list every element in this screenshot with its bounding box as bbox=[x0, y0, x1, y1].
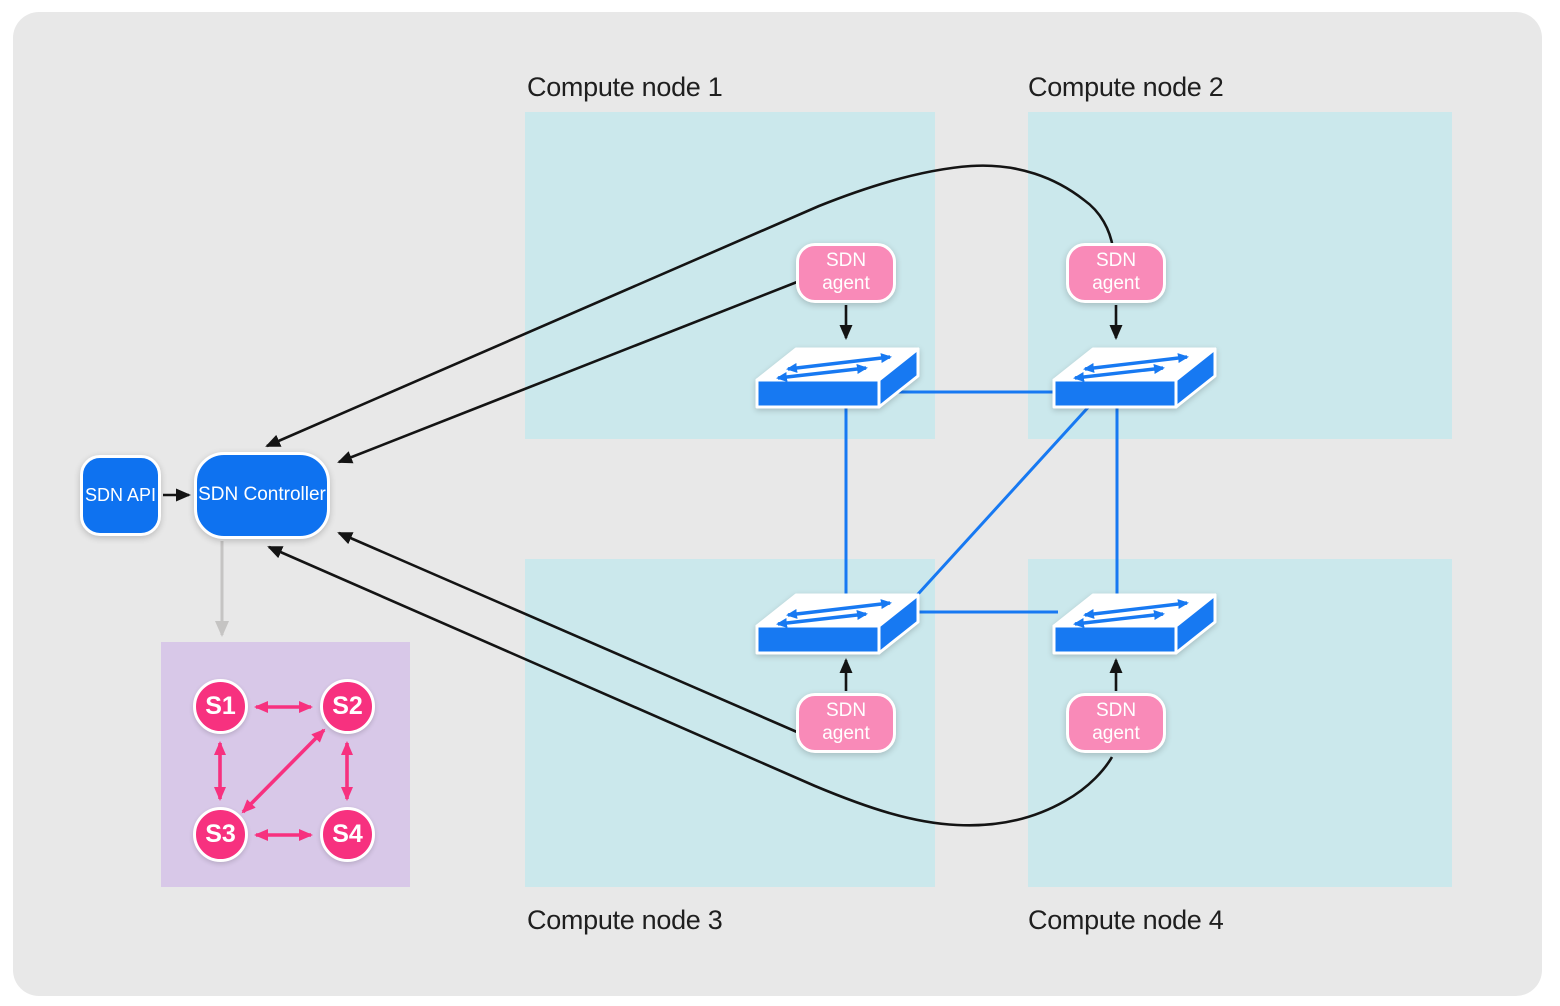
switch-icon-1 bbox=[757, 349, 918, 407]
background-panel: Compute node 1 Compute node 2 Compute no… bbox=[13, 12, 1542, 996]
compute-node-4-label: Compute node 4 bbox=[1028, 905, 1224, 935]
switch-icon-4 bbox=[1054, 595, 1215, 653]
arrow-agent3-to-controller bbox=[337, 531, 798, 734]
sdn-agent-2-label: SDN agent bbox=[1092, 250, 1140, 294]
connections-layer bbox=[163, 164, 1542, 841]
arrow-agent4-to-controller bbox=[267, 545, 1114, 827]
topology-link-s2-s3 bbox=[241, 728, 326, 814]
compute-node-3-label: Compute node 3 bbox=[527, 905, 723, 935]
topology-switch-s4-label: S4 bbox=[332, 820, 363, 848]
arrow-agent1-to-controller bbox=[337, 280, 798, 464]
sdn-api-label: SDN API bbox=[84, 485, 157, 506]
sdn-agent-1-label: SDN agent bbox=[822, 250, 870, 294]
sdn-agent-1-box: SDN agent bbox=[796, 243, 896, 303]
switch-icon-3 bbox=[757, 595, 918, 653]
topology-switch-s2: S2 bbox=[320, 679, 375, 734]
topology-switch-s3-label: S3 bbox=[205, 820, 236, 848]
sdn-agent-3-box: SDN agent bbox=[796, 693, 896, 753]
sdn-controller-box: SDN Controller bbox=[194, 452, 330, 539]
sdn-agent-4-label: SDN agent bbox=[1092, 700, 1140, 744]
compute-node-1-label: Compute node 1 bbox=[527, 72, 723, 102]
topology-switch-s2-label: S2 bbox=[332, 692, 363, 720]
topology-switch-s3: S3 bbox=[193, 807, 248, 862]
sdn-api-box: SDN API bbox=[80, 455, 161, 536]
topology-switch-s1-label: S1 bbox=[205, 692, 236, 720]
arrow-agent2-to-controller bbox=[265, 164, 1115, 448]
sdn-agent-4-box: SDN agent bbox=[1066, 693, 1166, 753]
sdn-controller-label: SDN Controller bbox=[198, 484, 326, 506]
compute-node-2-label: Compute node 2 bbox=[1028, 72, 1224, 102]
switch-icon-2 bbox=[1054, 349, 1215, 407]
topology-switch-s4: S4 bbox=[320, 807, 375, 862]
topology-switch-s1: S1 bbox=[193, 679, 248, 734]
network-link-switch2-switch3 bbox=[907, 400, 1095, 606]
sdn-agent-3-label: SDN agent bbox=[822, 700, 870, 744]
sdn-agent-2-box: SDN agent bbox=[1066, 243, 1166, 303]
